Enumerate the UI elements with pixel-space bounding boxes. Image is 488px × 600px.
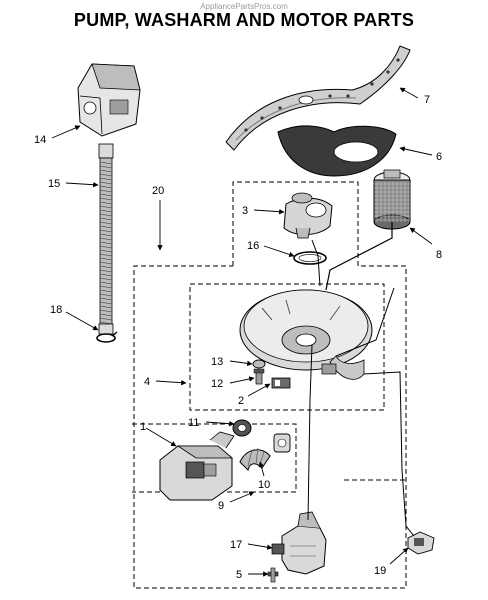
- check-valve-part[interactable]: [273, 433, 291, 453]
- callout-labels: 14 15 18 20 7 6 8 3 16 13 12 2 4 11 1 10…: [34, 94, 442, 581]
- callout-14[interactable]: 14: [34, 134, 46, 146]
- callout-9[interactable]: 9: [218, 500, 224, 512]
- assembly-20-boundary: [133, 181, 407, 589]
- callout-2[interactable]: 2: [238, 395, 244, 407]
- callout-16[interactable]: 16: [247, 240, 259, 252]
- callout-1[interactable]: 1: [140, 421, 146, 433]
- callout-6[interactable]: 6: [436, 151, 442, 163]
- spray-arm-jets: [244, 58, 400, 132]
- callout-3[interactable]: 3: [242, 205, 248, 217]
- callout-leader-lines: [51, 87, 433, 577]
- drain-hose-part[interactable]: [98, 143, 114, 335]
- filter-mesh: [374, 182, 410, 222]
- diagram-title: PUMP, WASHARM AND MOTOR PARTS: [73, 10, 415, 30]
- lower-spray-arm-part[interactable]: [225, 45, 411, 151]
- assembly-guide-lines: [307, 222, 415, 537]
- callout-15[interactable]: 15: [48, 178, 60, 190]
- callout-13[interactable]: 13: [211, 356, 223, 368]
- callout-18[interactable]: 18: [50, 304, 62, 316]
- grommet-part[interactable]: [252, 359, 266, 369]
- hose-ribs: [99, 161, 113, 325]
- callout-5[interactable]: 5: [236, 569, 242, 581]
- chopper-housing-part[interactable]: [283, 192, 333, 239]
- elbow-hose-part[interactable]: [239, 447, 271, 471]
- sensor-part[interactable]: [271, 377, 291, 389]
- drain-pump-part[interactable]: [271, 511, 327, 575]
- callout-20[interactable]: 20: [152, 185, 164, 197]
- callout-11[interactable]: 11: [188, 417, 199, 429]
- screw-5-part[interactable]: [267, 567, 279, 583]
- pump-motor-part[interactable]: [159, 431, 235, 501]
- seal-ring-part[interactable]: [293, 251, 327, 265]
- filter-screen-part[interactable]: [277, 125, 397, 177]
- hose-clamp-part[interactable]: [96, 331, 118, 343]
- callout-12[interactable]: 12: [211, 378, 223, 390]
- watermark: AppliancePartsPros.com: [200, 2, 288, 11]
- screw-12-part[interactable]: [253, 368, 265, 385]
- callout-10[interactable]: 10: [258, 479, 270, 491]
- callout-8[interactable]: 8: [436, 249, 442, 261]
- callout-19[interactable]: 19: [374, 565, 386, 577]
- callout-7[interactable]: 7: [424, 94, 430, 106]
- filter-cylinder-part[interactable]: [373, 169, 411, 230]
- callout-17[interactable]: 17: [230, 539, 242, 551]
- pump-seal-part[interactable]: [232, 419, 252, 437]
- connector-19-part[interactable]: [407, 531, 435, 555]
- sump-assembly-part[interactable]: [239, 289, 373, 380]
- assembly-4-boundary: [189, 283, 385, 411]
- motor-cover-part[interactable]: [77, 63, 141, 137]
- callout-4[interactable]: 4: [144, 376, 150, 388]
